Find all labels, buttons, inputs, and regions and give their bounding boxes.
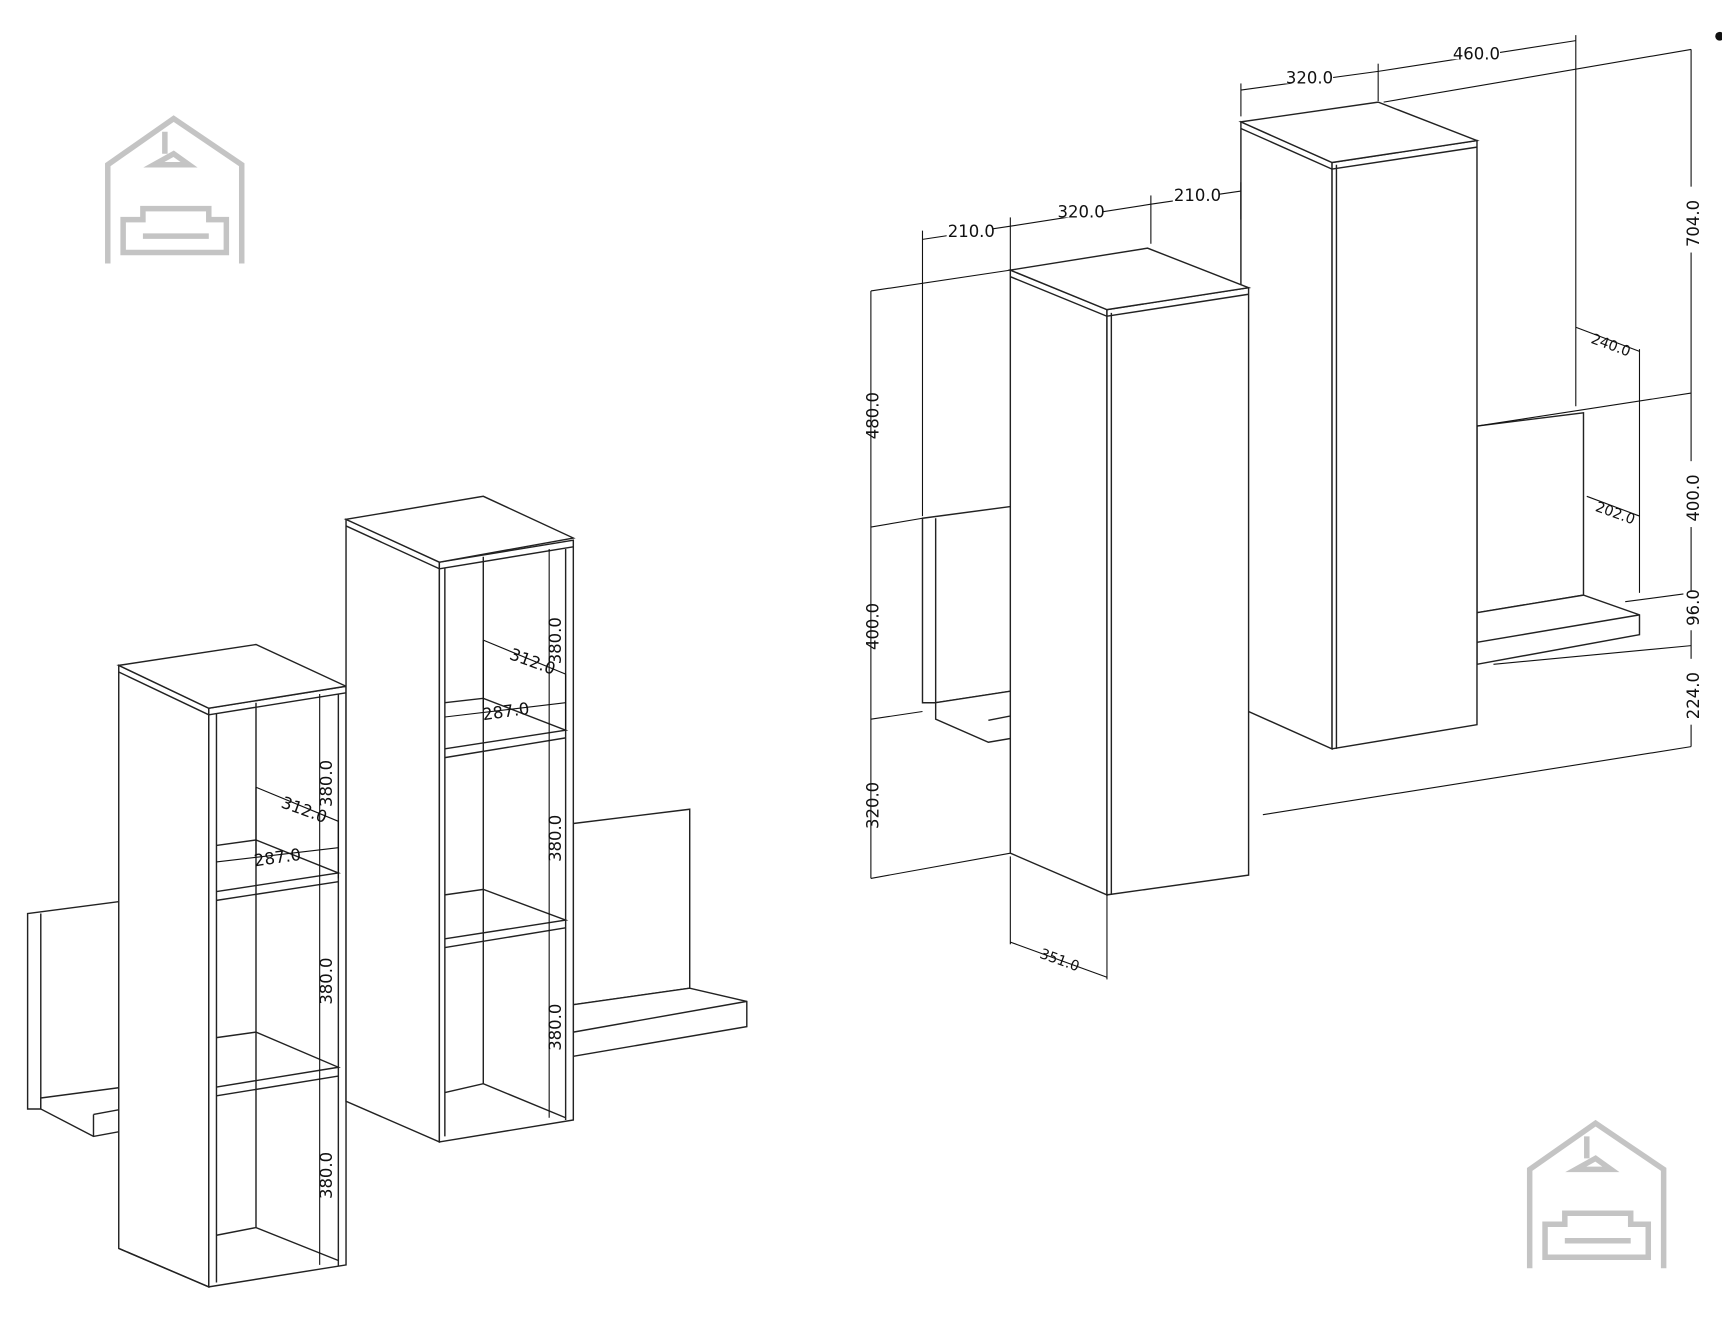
dim-label: 320.0 — [1286, 68, 1333, 87]
dim-label: 320.0 — [1058, 202, 1105, 221]
cabinet-d-closed — [1238, 101, 1480, 750]
cabinet-a-dimensions: 380.0 380.0 380.0 312.0 287.0 — [216, 693, 339, 1265]
dim-label: 320.0 — [864, 782, 883, 829]
dim-label: 704.0 — [1684, 200, 1703, 247]
dim-label: 380.0 — [317, 1152, 336, 1199]
dim-label: 96.0 — [1684, 589, 1703, 626]
corner-dot-icon — [1715, 31, 1722, 41]
right-view-right-shelf — [1476, 412, 1641, 666]
right-view-front-width-dims: 210.0 320.0 210.0 — [921, 182, 1242, 517]
dim-label: 351.0 — [1038, 946, 1082, 975]
dim-label: 210.0 — [948, 222, 995, 241]
dim-label: 380.0 — [546, 1004, 565, 1051]
right-view-top-width-dims: 320.0 460.0 — [1240, 35, 1577, 407]
cabinet-a — [116, 643, 349, 1288]
right-view-shelf-depth-dims: 240.0 202.0 — [1575, 326, 1641, 593]
dim-label: 400.0 — [1684, 474, 1703, 521]
cabinet-b — [343, 495, 576, 1144]
dim-label: 400.0 — [864, 603, 883, 650]
cabinet-c-closed — [1007, 247, 1252, 896]
right-view-right-height-dims: 704.0 400.0 96.0 224.0 — [1262, 48, 1703, 816]
house-sofa-logo-icon — [105, 115, 245, 264]
dim-label: 380.0 — [317, 760, 336, 807]
dim-label: 240.0 — [1589, 331, 1633, 360]
dim-label: 460.0 — [1453, 44, 1500, 63]
dim-label: 210.0 — [1174, 186, 1221, 205]
dim-label: 202.0 — [1593, 499, 1637, 528]
dim-label: 380.0 — [317, 958, 336, 1005]
dim-label: 224.0 — [1684, 672, 1703, 719]
dim-label: 380.0 — [546, 617, 565, 664]
house-sofa-logo-icon — [1526, 1119, 1667, 1269]
right-view-left-height-dims: 480.0 400.0 320.0 — [864, 269, 1011, 879]
dim-label: 380.0 — [546, 815, 565, 862]
right-shelf-panel — [572, 808, 748, 1058]
dim-label: 480.0 — [864, 392, 883, 439]
